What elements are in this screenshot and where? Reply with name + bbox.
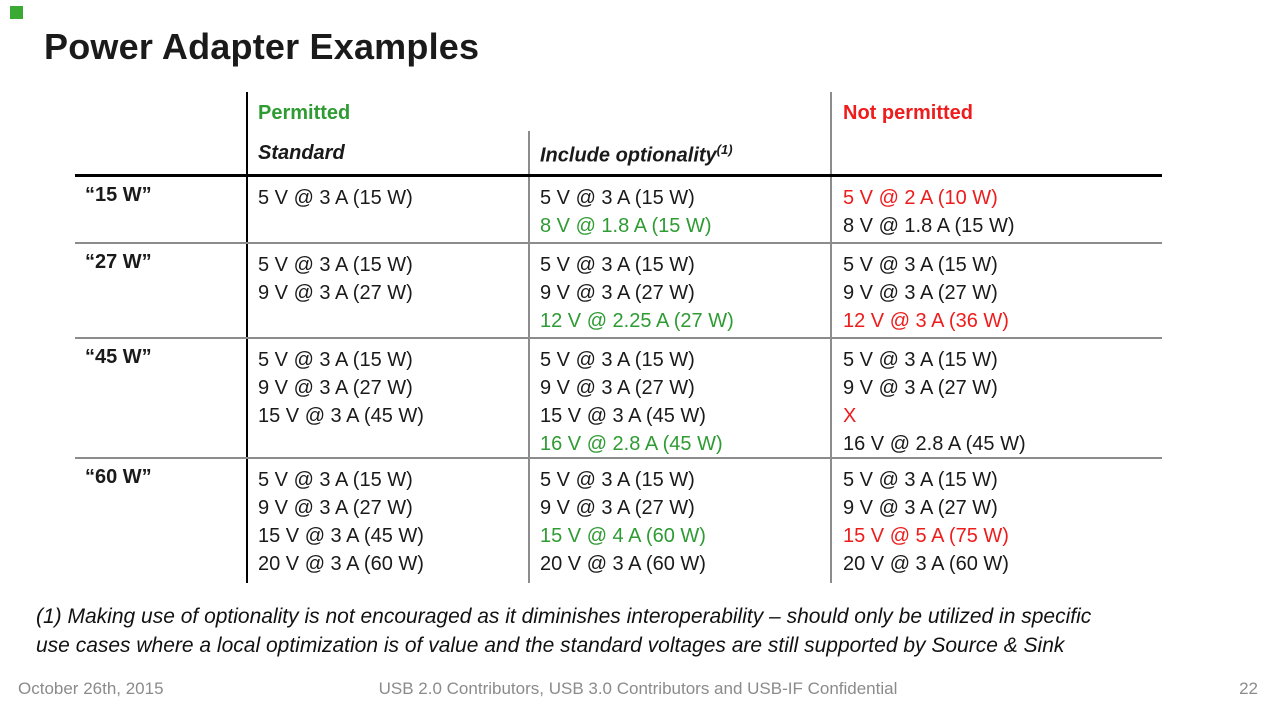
footnote-line-2: use cases where a local optimization is … [36, 633, 1065, 657]
cell-optionality-row-3: 5 V @ 3 A (15 W) 9 V @ 3 A (27 W) 15 V @ 3… [540, 346, 723, 458]
footer-date: October 26th, 2015 [18, 679, 164, 698]
voltage-entry: 12 V @ 2.25 A (27 W) [540, 310, 734, 332]
voltage-entry: 5 V @ 3 A (15 W) [843, 469, 998, 491]
cell-not_permitted-row-4: 5 V @ 3 A (15 W) 9 V @ 3 A (27 W) 15 V @ 5… [843, 466, 1009, 578]
voltage-entry: 5 V @ 3 A (15 W) [843, 254, 998, 276]
cell-not_permitted-row-3: 5 V @ 3 A (15 W) 9 V @ 3 A (27 W) X 16 V @ … [843, 346, 1026, 458]
voltage-entry: 9 V @ 3 A (27 W) [843, 282, 998, 304]
row-label-1: “15 W” [85, 184, 152, 206]
cell-standard-row-2: 5 V @ 3 A (15 W) 9 V @ 3 A (27 W) [258, 251, 413, 307]
header-optionality-footnote-ref: (1) [716, 142, 733, 157]
voltage-entry: 15 V @ 5 A (75 W) [843, 525, 1009, 547]
voltage-entry: 20 V @ 3 A (60 W) [843, 553, 1009, 575]
footer-page-number: 22 [1239, 679, 1258, 698]
row-separator-3 [75, 457, 1162, 459]
cell-optionality-row-2: 5 V @ 3 A (15 W) 9 V @ 3 A (27 W) 12 V @ 2… [540, 251, 734, 335]
voltage-entry: 15 V @ 3 A (45 W) [540, 405, 706, 427]
voltage-entry: 9 V @ 3 A (27 W) [258, 282, 413, 304]
row-separator-2 [75, 337, 1162, 339]
footnote: (1) Making use of optionality is not enc… [36, 603, 1246, 660]
row-label-4: “60 W” [85, 466, 152, 488]
voltage-entry: 5 V @ 3 A (15 W) [540, 187, 695, 209]
slide-title: Power Adapter Examples [44, 26, 480, 67]
slide-footer: October 26th, 2015 USB 2.0 Contributors,… [0, 679, 1276, 703]
cell-not_permitted-row-2: 5 V @ 3 A (15 W) 9 V @ 3 A (27 W) 12 V @ 3… [843, 251, 1009, 335]
voltage-entry: 5 V @ 3 A (15 W) [258, 254, 413, 276]
cell-standard-row-4: 5 V @ 3 A (15 W) 9 V @ 3 A (27 W) 15 V @ 3… [258, 466, 424, 578]
voltage-entry: 12 V @ 3 A (36 W) [843, 310, 1009, 332]
cell-standard-row-1: 5 V @ 3 A (15 W) [258, 184, 413, 212]
vertical-divider-middle [528, 131, 530, 583]
voltage-entry: 5 V @ 3 A (15 W) [540, 349, 695, 371]
voltage-entry: 9 V @ 3 A (27 W) [258, 497, 413, 519]
voltage-entry: 8 V @ 1.8 A (15 W) [540, 215, 712, 237]
voltage-entry: 9 V @ 3 A (27 W) [258, 377, 413, 399]
voltage-entry: 5 V @ 3 A (15 W) [540, 469, 695, 491]
voltage-entry: 5 V @ 3 A (15 W) [540, 254, 695, 276]
voltage-entry: 16 V @ 2.8 A (45 W) [540, 433, 723, 455]
voltage-entry: 9 V @ 3 A (27 W) [843, 377, 998, 399]
voltage-entry: 5 V @ 3 A (15 W) [843, 349, 998, 371]
cell-not_permitted-row-1: 5 V @ 2 A (10 W) 8 V @ 1.8 A (15 W) [843, 184, 1014, 240]
header-include-optionality: Include optionality(1) [540, 142, 733, 168]
row-separator-1 [75, 242, 1162, 244]
footnote-line-1: (1) Making use of optionality is not enc… [36, 605, 1092, 628]
voltage-entry: 5 V @ 2 A (10 W) [843, 187, 998, 209]
header-underline [75, 174, 1162, 177]
voltage-entry: X [843, 405, 857, 427]
voltage-entry: 8 V @ 1.8 A (15 W) [843, 215, 1015, 237]
voltage-entry: 16 V @ 2.8 A (45 W) [843, 433, 1026, 455]
voltage-entry: 9 V @ 3 A (27 W) [843, 497, 998, 519]
voltage-entry: 15 V @ 4 A (60 W) [540, 525, 706, 547]
footer-confidential: USB 2.0 Contributors, USB 3.0 Contributo… [378, 679, 898, 698]
voltage-entry: 9 V @ 3 A (27 W) [540, 377, 695, 399]
voltage-entry: 5 V @ 3 A (15 W) [258, 349, 413, 371]
header-standard: Standard [258, 142, 345, 164]
voltage-entry: 5 V @ 3 A (15 W) [258, 469, 413, 491]
corner-accent-square [10, 6, 23, 19]
cell-optionality-row-1: 5 V @ 3 A (15 W) 8 V @ 1.8 A (15 W) [540, 184, 711, 240]
header-not-permitted: Not permitted [843, 102, 973, 124]
voltage-entry: 15 V @ 3 A (45 W) [258, 405, 424, 427]
cell-standard-row-3: 5 V @ 3 A (15 W) 9 V @ 3 A (27 W) 15 V @ 3… [258, 346, 424, 430]
voltage-entry: 20 V @ 3 A (60 W) [540, 553, 706, 575]
row-label-2: “27 W” [85, 251, 152, 273]
voltage-entry: 15 V @ 3 A (45 W) [258, 525, 424, 547]
voltage-entry: 5 V @ 3 A (15 W) [258, 187, 413, 209]
voltage-entry: 9 V @ 3 A (27 W) [540, 282, 695, 304]
cell-optionality-row-4: 5 V @ 3 A (15 W) 9 V @ 3 A (27 W) 15 V @ 4… [540, 466, 706, 578]
voltage-entry: 9 V @ 3 A (27 W) [540, 497, 695, 519]
header-include-optionality-text: Include optionality [540, 144, 717, 167]
voltage-entry: 20 V @ 3 A (60 W) [258, 553, 424, 575]
header-permitted: Permitted [258, 102, 351, 124]
row-label-3: “45 W” [85, 346, 152, 368]
